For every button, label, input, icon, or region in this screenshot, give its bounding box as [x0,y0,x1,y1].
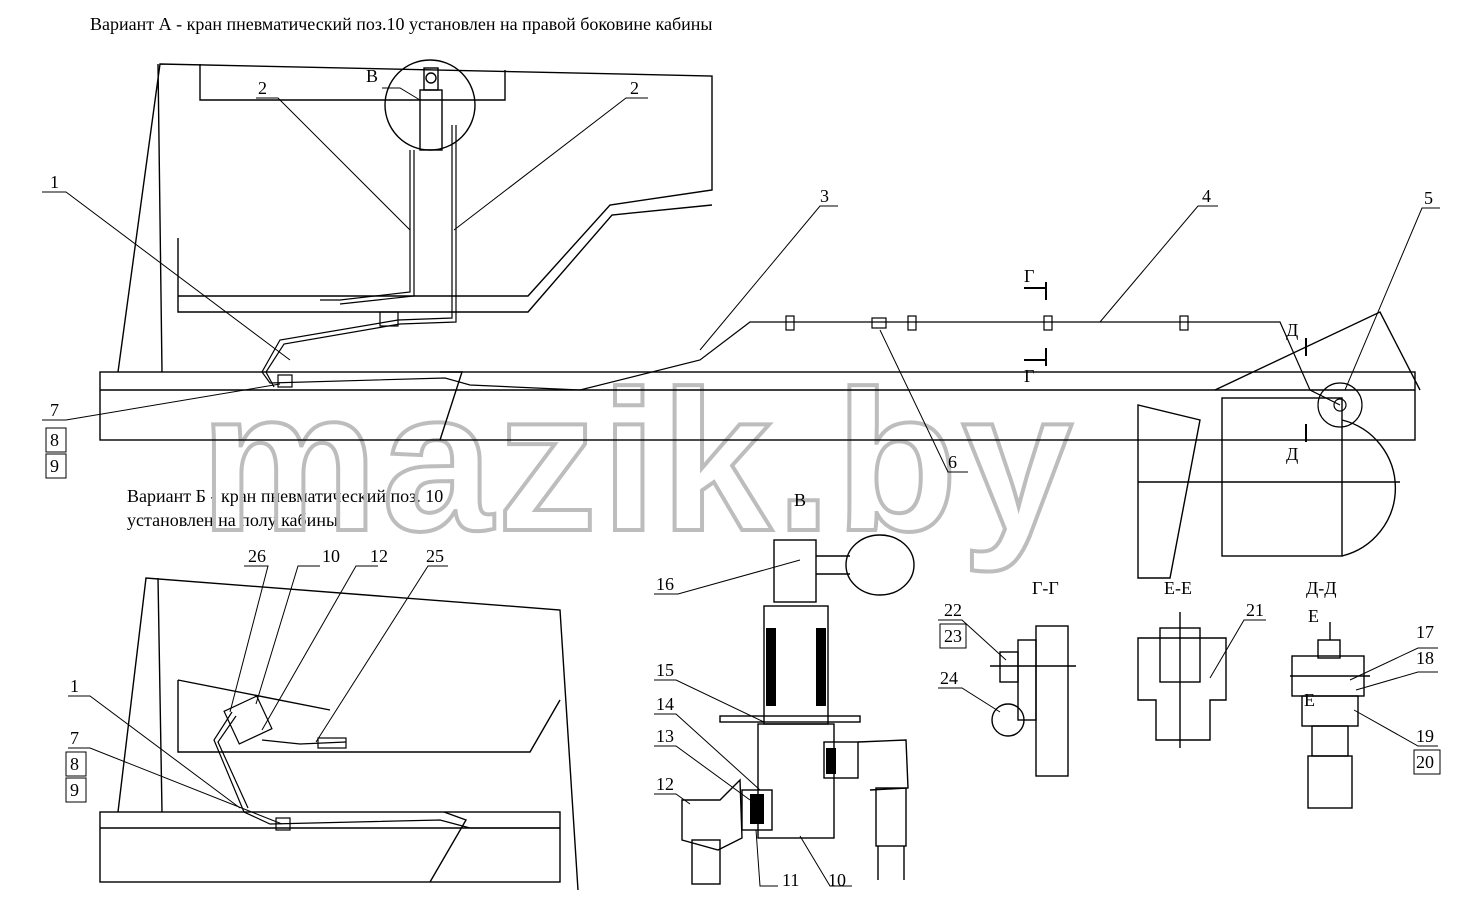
caption-variant-b-line2: установлен на полу кабины [127,510,339,530]
callout-16: 16 [656,574,674,594]
line-clamps [277,311,1189,388]
marker-g-bottom: Г [1024,366,1034,386]
caption-variant-b-line1: Вариант Б - кран пневматический поз. 10 [127,486,444,506]
callout-8-b: 8 [70,754,79,774]
marker-d-top: Д [1286,320,1298,340]
callout-25: 25 [426,546,444,566]
section-markers [1024,282,1307,442]
section-e-e [1137,612,1227,748]
callout-21: 21 [1246,600,1264,620]
callout-7-b: 7 [70,728,79,748]
callout-23: 23 [944,626,962,646]
callout-8-a: 8 [50,430,59,450]
rear-light-assembly [1137,397,1400,579]
callout-26: 26 [248,546,266,566]
view-title-gg: Г-Г [1032,578,1059,598]
leaders-details [654,559,1438,887]
callout-boxes [45,427,1441,803]
pneumatic-line-b [213,695,560,831]
variant-a-cab [99,63,1421,441]
callout-numbers: 1 2 2 3 4 5 6 7 8 9 1 7 8 9 26 10 12 25 … [50,78,1434,890]
callout-19: 19 [1416,726,1434,746]
callout-18: 18 [1416,648,1434,668]
watermark: mazik.by [200,350,1077,573]
callout-7-a: 7 [50,400,59,420]
callout-1-b: 1 [70,676,79,696]
caption-variant-a: Вариант А - кран пневматический поз.10 у… [90,14,713,34]
marker-g-top: Г [1024,266,1034,286]
callout-24: 24 [940,668,958,688]
callout-9-b: 9 [70,780,79,800]
callout-10-v: 10 [828,870,846,890]
view-title-dd: Д-Д [1306,578,1337,598]
callout-13: 13 [656,726,674,746]
callout-2-right: 2 [630,78,639,98]
callout-12-b: 12 [370,546,388,566]
view-title-v: В [794,490,806,510]
callout-20: 20 [1416,752,1434,772]
valve-detail-circle [384,59,476,151]
callout-11: 11 [782,870,799,890]
view-v-hatching [750,628,836,824]
callout-22: 22 [944,600,962,620]
callout-5: 5 [1424,188,1433,208]
callout-9-a: 9 [50,456,59,476]
leaders-b [68,565,448,825]
view-v-valve-detail [681,534,915,885]
marker-e-top: Е [1308,606,1319,626]
callout-12-v: 12 [656,774,674,794]
leaders-a [42,87,1440,473]
callout-3: 3 [820,186,829,206]
callout-15: 15 [656,660,674,680]
variant-b-cab [99,577,579,891]
callout-1-a: 1 [50,172,59,192]
callout-17: 17 [1416,622,1434,642]
pneumatic-line-a [261,125,1363,428]
callout-10-b: 10 [322,546,340,566]
callout-6: 6 [948,452,957,472]
callout-2-left: 2 [258,78,267,98]
marker-e-bottom: Е [1304,690,1315,710]
view-title-ee: Е-Е [1164,578,1192,598]
callout-4: 4 [1202,186,1211,206]
section-g-g [990,625,1076,777]
callout-14: 14 [656,694,674,714]
section-d-d [1290,622,1370,809]
marker-d-bottom: Д [1286,444,1298,464]
marker-v-callout: В [366,66,378,86]
